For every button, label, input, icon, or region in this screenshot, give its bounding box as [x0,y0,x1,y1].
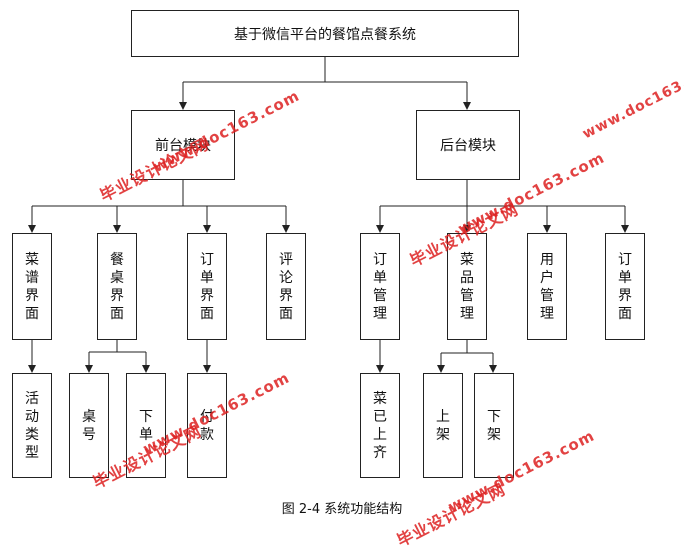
front-child-order: 订单界面 [187,233,227,340]
function-structure-diagram: 基于微信平台的餐馆点餐系统 前台模块 后台模块 菜谱界面 餐桌界面 订单界面 评… [12,10,684,550]
front-child-label: 菜谱界面 [24,251,39,322]
front-child-menu: 菜谱界面 [12,233,52,340]
table-sub-node-2: 下单 [126,373,166,478]
order-mgmt-sub-node: 菜已上齐 [360,373,400,478]
root-label: 基于微信平台的餐馆点餐系统 [234,26,416,43]
dish-sub-node-2: 下架 [474,373,514,478]
back-child-dish-mgmt: 菜品管理 [447,233,487,340]
back-child-label: 菜品管理 [459,251,474,322]
front-child-label: 餐桌界面 [109,251,124,322]
back-child-label: 用户管理 [539,251,554,322]
back-child-order-ui: 订单界面 [605,233,645,340]
table-sub-node-1: 桌号 [69,373,109,478]
front-child-label: 订单界面 [199,251,214,322]
back-module-label: 后台模块 [440,138,496,154]
front-child-label: 评论界面 [278,251,293,322]
front-child-comment: 评论界面 [266,233,306,340]
figure-caption: 图 2-4 系统功能结构 [281,502,403,517]
order-sub-node: 付款 [187,373,227,478]
table-sub-label: 下单 [138,408,153,443]
front-module-node: 前台模块 [131,110,235,180]
back-child-label: 订单管理 [372,251,387,322]
menu-sub-label: 活动类型 [24,390,39,461]
dish-sub-label: 上架 [435,408,450,443]
dish-sub-label: 下架 [486,408,501,443]
back-child-user-mgmt: 用户管理 [527,233,567,340]
front-child-table: 餐桌界面 [97,233,137,340]
menu-sub-node: 活动类型 [12,373,52,478]
back-module-node: 后台模块 [416,110,520,180]
back-child-order-mgmt: 订单管理 [360,233,400,340]
connector-lines [28,57,629,373]
order-mgmt-sub-label: 菜已上齐 [372,390,387,461]
table-sub-label: 桌号 [81,408,96,443]
order-sub-label: 付款 [199,408,214,443]
front-module-label: 前台模块 [155,138,211,154]
root-node: 基于微信平台的餐馆点餐系统 [131,10,519,57]
dish-sub-node-1: 上架 [423,373,463,478]
back-child-label: 订单界面 [617,251,632,322]
